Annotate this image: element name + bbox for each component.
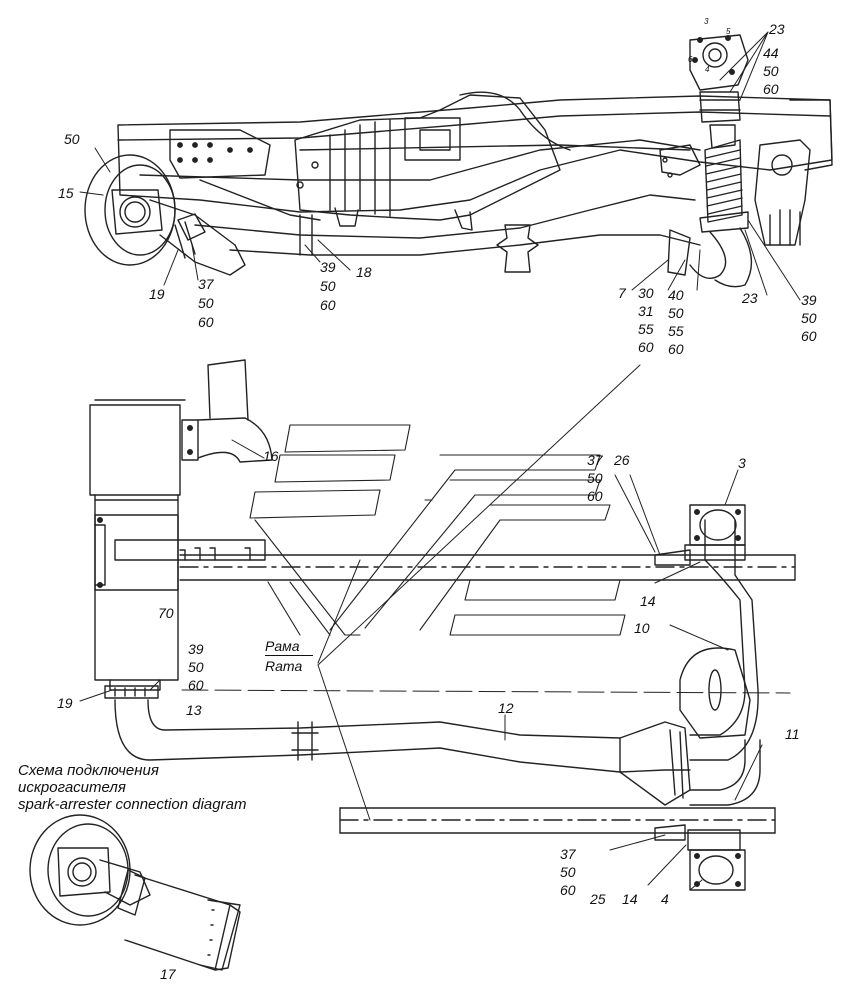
callout-55: 55	[638, 321, 654, 337]
callout-14: 14	[622, 891, 638, 907]
bottom-leaders	[79, 364, 763, 891]
callout-4: 4	[661, 891, 669, 907]
frame-label-en: Rama	[265, 658, 303, 674]
callout-19: 19	[57, 695, 73, 711]
callout-60: 60	[638, 339, 654, 355]
top-leaders	[79, 31, 801, 301]
bottom-muffler-canister	[89, 359, 273, 699]
callout-16: 16	[263, 448, 279, 464]
callout-18: 18	[356, 264, 372, 280]
callout-37: 37	[198, 276, 214, 292]
callout-55: 55	[668, 323, 684, 339]
callout-60: 60	[587, 488, 603, 504]
top-frame	[117, 91, 833, 246]
callout-50: 50	[668, 305, 684, 321]
callout-50: 50	[64, 131, 80, 147]
caption-line-1: Схема подключения	[18, 762, 159, 779]
callout-60: 60	[763, 81, 779, 97]
callout-14: 14	[640, 593, 656, 609]
callout-30: 30	[638, 285, 654, 301]
callout-60: 60	[198, 314, 214, 330]
bottom-frame-rail-lower	[339, 807, 776, 834]
callout-50: 50	[587, 470, 603, 486]
flange-mark-4: 4	[705, 65, 710, 74]
callout-60: 60	[560, 882, 576, 898]
callout-40: 40	[668, 287, 684, 303]
frame-label-ru: Рама	[265, 638, 313, 656]
callout-15: 15	[58, 185, 74, 201]
callout-3: 3	[738, 455, 746, 471]
callout-50: 50	[320, 278, 336, 294]
top-exhaust-bellows	[659, 34, 753, 288]
callout-60: 60	[801, 328, 817, 344]
caption-line-3: spark-arrester connection diagram	[18, 796, 247, 813]
callout-39: 39	[320, 259, 336, 275]
frame-label: Рама Rama	[265, 638, 313, 674]
callout-50: 50	[188, 659, 204, 675]
flange-mark-5: 5	[726, 27, 731, 36]
callout-39: 39	[188, 641, 204, 657]
callout-50: 50	[560, 864, 576, 880]
callout-37: 37	[587, 452, 603, 468]
callout-13: 13	[186, 702, 202, 718]
callout-44: 44	[763, 45, 779, 61]
callout-17: 17	[160, 966, 176, 982]
centerline	[181, 689, 791, 694]
flange-mark-6: 6	[688, 55, 693, 64]
callout-12: 12	[498, 700, 514, 716]
callout-50: 50	[801, 310, 817, 326]
callout-60: 60	[320, 297, 336, 313]
bottom-exhaust-pipes	[114, 504, 761, 891]
callout-26: 26	[614, 452, 630, 468]
callout-23: 23	[742, 290, 758, 306]
callout-50: 50	[763, 63, 779, 79]
spark-arrester-caption: Схема подключения искрогасителя spark-ar…	[18, 762, 246, 813]
spark-arrester-inset	[29, 814, 241, 971]
callout-60: 60	[188, 677, 204, 693]
top-h-bracket	[496, 224, 539, 273]
callout-37: 37	[560, 846, 576, 862]
hatch-guides	[249, 424, 626, 636]
callout-39: 39	[801, 292, 817, 308]
callout-60: 60	[668, 341, 684, 357]
caption-line-2: искрогасителя	[18, 779, 126, 796]
callout-11: 11	[785, 726, 800, 742]
callout-19: 19	[149, 286, 165, 302]
callout-25: 25	[590, 891, 606, 907]
callout-31: 31	[638, 303, 654, 319]
callout-70: 70	[158, 605, 174, 621]
callout-23: 23	[769, 21, 785, 37]
callout-50: 50	[198, 295, 214, 311]
flange-mark-3: 3	[704, 17, 709, 26]
callout-7: 7	[618, 285, 626, 301]
top-muffler-inlet	[84, 154, 701, 276]
callout-10: 10	[634, 620, 650, 636]
